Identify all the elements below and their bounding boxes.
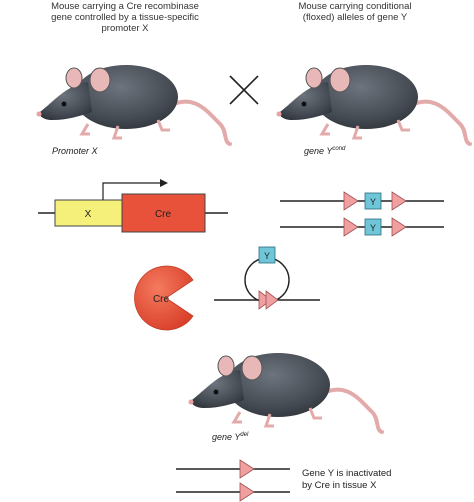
- gene-y-box: [364, 192, 382, 210]
- label-gene-y-del-sup: del: [240, 432, 249, 438]
- excision-loop: [214, 246, 320, 310]
- right-caption-line2: (floxed) alleles of gene Y: [302, 12, 408, 23]
- label-gene-y-del-base: gene Y: [212, 432, 241, 442]
- floxed-allele-bottom: [280, 217, 444, 237]
- loxp-triangle: [258, 290, 272, 310]
- inactivation-note: Gene Y is inactivated by Cre in tissue X: [302, 468, 391, 492]
- mouse-gene-y-del: [186, 351, 384, 434]
- cre-box-label: Cre: [155, 209, 172, 220]
- loxp-triangle: [391, 191, 407, 211]
- promoter-box: [54, 199, 123, 227]
- loxp-triangle: [239, 459, 255, 479]
- label-gene-y-cond-base: gene Y: [304, 146, 333, 156]
- gene-y-box: [364, 218, 382, 236]
- gene-y-box-label: Y: [370, 197, 376, 207]
- right-caption-line1: Mouse carrying conditional: [298, 1, 412, 12]
- inactivation-note-line2: by Cre in tissue X: [302, 480, 377, 491]
- cre-enzyme: [134, 265, 194, 331]
- deleted-allele-top: [176, 459, 290, 479]
- gene-y-box: [258, 246, 276, 264]
- inactivation-note-line1: Gene Y is inactivated: [302, 468, 392, 479]
- left-caption: Mouse carrying a Cre recombinase gene co…: [45, 1, 205, 34]
- right-caption: Mouse carrying conditional (floxed) alle…: [280, 1, 430, 23]
- left-caption-line1: Mouse carrying a Cre recombinase: [51, 1, 199, 12]
- floxed-allele-top: [280, 191, 444, 211]
- deleted-allele-bottom: [176, 482, 290, 502]
- label-gene-y-cond: gene Ycond: [304, 146, 345, 156]
- transcription-arrow: [102, 182, 160, 200]
- label-gene-y-del: gene Ydel: [212, 432, 248, 442]
- loxp-triangle: [343, 191, 359, 211]
- cre-enzyme-label: Cre: [153, 294, 170, 305]
- loxp-triangle: [265, 290, 279, 310]
- cre-construct: [38, 179, 228, 233]
- left-caption-line3: promoter X: [101, 23, 149, 34]
- cre-box: [121, 193, 206, 233]
- circle-gene-y-label: Y: [264, 251, 270, 261]
- mouse-gene-y-cond: [274, 63, 472, 146]
- cross-symbol: [229, 75, 259, 105]
- gene-y-box-label: Y: [370, 223, 376, 233]
- loxp-triangle: [391, 217, 407, 237]
- loxp-triangle: [239, 482, 255, 502]
- mouse-promoter-x: [34, 63, 232, 146]
- promoter-box-label: X: [85, 209, 92, 220]
- label-gene-y-cond-sup: cond: [332, 146, 346, 152]
- left-caption-line2: gene controlled by a tissue-specific: [51, 12, 199, 23]
- label-promoter-x: Promoter X: [52, 146, 98, 156]
- loxp-triangle: [343, 217, 359, 237]
